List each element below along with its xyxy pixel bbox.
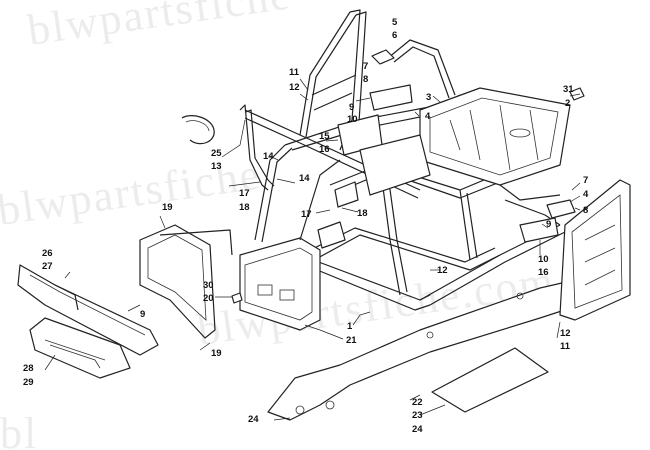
callout-24-left: 24	[248, 414, 259, 425]
callout-19-top: 19	[162, 202, 173, 213]
watermark-mid: blwpartsfiche	[0, 149, 264, 234]
callout-4-right: 4	[583, 189, 589, 200]
bumper-skid-guard	[29, 317, 131, 379]
callout-18-left: 18	[239, 202, 250, 213]
callout-14-upper: 14	[263, 151, 274, 162]
rops-side-panel-right	[559, 179, 631, 321]
callout-27: 27	[42, 261, 53, 272]
callout-17-mid: 17	[301, 209, 312, 220]
callout-18-mid: 18	[357, 208, 368, 219]
callout-2: 2	[565, 98, 570, 109]
callout-8-top: 8	[363, 74, 368, 85]
callout-10-top: 10	[347, 114, 358, 125]
callout-25: 25	[211, 148, 222, 159]
callout-31: 31	[563, 84, 574, 95]
callout-16-right: 16	[538, 267, 549, 278]
watermark-top: blwpartsfiche	[25, 0, 295, 55]
callout-9-top: 9	[349, 102, 354, 113]
callout-12-right: 12	[560, 328, 571, 339]
callout-6: 6	[392, 30, 397, 41]
callouts: 1 2 3 4 4 5 6 7 7 8 8 9 9 9 10 10 11 11 …	[23, 17, 589, 435]
callout-7-top: 7	[363, 61, 368, 72]
callout-8-right: 8	[583, 205, 588, 216]
callout-7-right: 7	[583, 175, 588, 186]
callout-28: 28	[23, 363, 34, 374]
callout-22: 22	[412, 397, 423, 408]
clip-ring	[181, 115, 215, 145]
callout-12-mid: 12	[437, 265, 448, 276]
callout-24-right: 24	[412, 424, 423, 435]
small-brackets	[231, 49, 585, 304]
callout-23: 23	[412, 410, 423, 421]
callout-15: 15	[319, 131, 330, 142]
rear-skid-panel	[431, 347, 549, 413]
callout-26: 26	[42, 248, 53, 259]
callout-1: 1	[347, 321, 353, 332]
callout-12-top: 12	[289, 82, 300, 93]
main-frame	[239, 9, 571, 331]
callout-14-lower: 14	[299, 173, 310, 184]
callout-13: 13	[211, 161, 222, 172]
callout-3: 3	[426, 92, 431, 103]
callout-11-right: 11	[560, 341, 571, 352]
callout-21: 21	[346, 335, 357, 346]
callout-11-top: 11	[289, 67, 300, 78]
callout-29: 29	[23, 377, 34, 388]
callout-30: 30	[203, 280, 214, 291]
callout-19-bottom: 19	[211, 348, 222, 359]
callout-5: 5	[392, 17, 398, 28]
callout-20: 20	[203, 293, 214, 304]
rops-side-panel-left	[239, 104, 275, 191]
front-bumper	[17, 264, 159, 356]
callout-9-right: 9	[546, 219, 551, 230]
callout-16-top: 16	[319, 144, 330, 155]
watermark-corner: bl	[0, 409, 38, 450]
grab-bar	[387, 39, 456, 99]
front-bumper-bracket	[139, 224, 233, 339]
callout-17-left: 17	[239, 188, 250, 199]
callout-9-left: 9	[140, 309, 145, 320]
leader-lines	[44, 78, 581, 421]
callout-10-right: 10	[538, 254, 549, 265]
callout-4-top: 4	[425, 111, 431, 122]
